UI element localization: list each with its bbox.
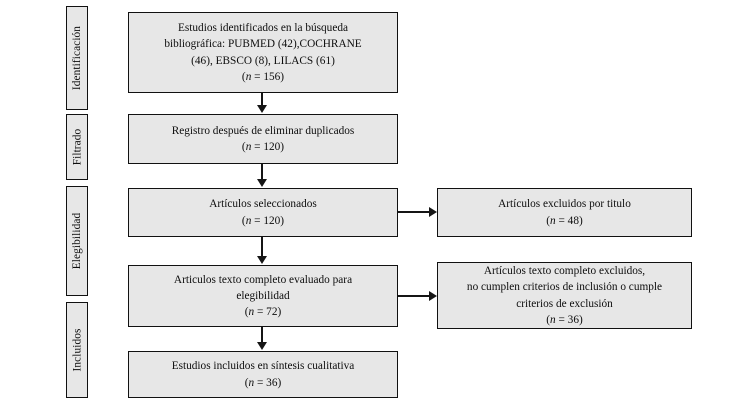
connector-arrowhead-exclusion-1	[429, 207, 437, 217]
exclusion-box-excluidos-por-titulo: Artículos excluidos por titulo (n = 48)	[437, 188, 692, 237]
flow-box-line: Registro después de eliminar duplicados	[171, 124, 355, 137]
count-symbol: n	[245, 141, 252, 153]
count-symbol: n	[245, 70, 252, 83]
flow-box-content: Registro después de eliminar duplicados …	[135, 123, 391, 155]
flow-box-identificados: Estudios identificados en la búsqueda bi…	[128, 12, 398, 93]
flow-box-count: (n = 72)	[135, 304, 391, 320]
flow-box-count: (n = 120)	[135, 139, 391, 155]
flow-box-articulos-seleccionados: Artículos seleccionados (n = 120)	[128, 188, 398, 237]
flow-box-line: bibliográfica: PUBMED (42),COCHRANE	[164, 38, 362, 51]
count-value: = 120)	[251, 214, 285, 227]
count-value: = 36)	[555, 313, 583, 326]
connector-line-exclusion-1	[398, 211, 430, 213]
flow-box-line: Estudios identificados en la búsqueda	[177, 22, 349, 35]
connector-arrowhead-2	[257, 179, 267, 187]
count-prefix: (	[241, 214, 246, 227]
stage-label-identificacion: Identificación	[66, 6, 88, 110]
stage-label-filtrado: Filtrado	[66, 114, 88, 180]
stage-label-text: Elegibilidad	[71, 212, 84, 270]
count-prefix: (	[546, 313, 550, 326]
exclusion-box-count: (n = 48)	[444, 213, 685, 229]
flow-box-count: (n = 156)	[135, 69, 391, 85]
flow-box-line: Estudios incluidos en síntesis cualitati…	[171, 360, 355, 373]
flow-box-duplicados-eliminados: Registro después de eliminar duplicados …	[128, 114, 398, 164]
exclusion-box-content: Artículos excluidos por titulo (n = 48)	[444, 196, 685, 228]
exclusion-box-line: Artículos excluidos por titulo	[498, 198, 631, 211]
flow-box-line: elegibilidad	[236, 289, 290, 302]
flow-box-line: Artículos seleccionados	[209, 198, 317, 211]
stage-label-elegibilidad: Elegibilidad	[66, 186, 88, 296]
count-value: = 120)	[251, 141, 285, 153]
count-prefix: (	[546, 214, 550, 227]
exclusion-box-line: no cumplen criterios de inclusión o cump…	[466, 281, 663, 294]
flow-box-content: Estudios incluidos en síntesis cualitati…	[135, 358, 391, 390]
exclusion-box-line: Artículos texto completo excluidos,	[483, 265, 646, 278]
stage-label-text: Incluidos	[71, 328, 84, 372]
exclusion-box-content: Artículos texto completo excluidos, no c…	[444, 263, 685, 327]
count-prefix: (	[241, 70, 246, 83]
connector-line-3	[261, 237, 263, 257]
count-value: = 72)	[254, 306, 282, 319]
count-value: = 48)	[555, 214, 583, 227]
exclusion-box-count: (n = 36)	[444, 312, 685, 328]
flow-box-content: Artículos seleccionados (n = 120)	[135, 196, 391, 228]
connector-arrowhead-1	[257, 105, 267, 113]
count-symbol: n	[245, 214, 252, 227]
stage-label-text: Identificación	[71, 25, 84, 91]
flow-box-line: (46), EBSCO (8), LILACS (61)	[191, 54, 335, 67]
connector-line-4	[261, 327, 263, 343]
connector-arrowhead-3	[257, 256, 267, 264]
connector-line-1	[261, 93, 263, 106]
flow-box-count: (n = 120)	[135, 213, 391, 229]
count-symbol: n	[550, 313, 556, 326]
connector-arrowhead-4	[257, 342, 267, 350]
count-symbol: n	[550, 214, 556, 227]
flow-box-content: Articulos texto completo evaluado para e…	[135, 272, 391, 320]
stage-label-incluidos: Incluidos	[66, 302, 88, 398]
connector-arrowhead-exclusion-2	[429, 291, 437, 301]
flow-box-count: (n = 36)	[135, 375, 391, 391]
connector-line-exclusion-2	[398, 295, 430, 297]
count-prefix: (	[241, 141, 246, 153]
count-value: = 36)	[254, 376, 282, 389]
exclusion-box-excluidos-texto-completo: Artículos texto completo excluidos, no c…	[437, 262, 692, 329]
exclusion-box-line: criterios de exclusión	[516, 297, 613, 310]
count-prefix: (	[244, 376, 249, 389]
count-prefix: (	[244, 306, 249, 319]
flow-box-content: Estudios identificados en la búsqueda bi…	[135, 20, 391, 84]
connector-line-2	[261, 164, 263, 180]
flow-box-line: Articulos texto completo evaluado para	[173, 273, 353, 286]
flow-box-estudios-incluidos: Estudios incluidos en síntesis cualitati…	[128, 351, 398, 398]
count-value: = 156)	[251, 70, 285, 83]
count-symbol: n	[248, 306, 255, 319]
count-symbol: n	[248, 376, 255, 389]
stage-label-text: Filtrado	[71, 128, 84, 166]
flow-box-texto-completo-evaluado: Articulos texto completo evaluado para e…	[128, 265, 398, 327]
